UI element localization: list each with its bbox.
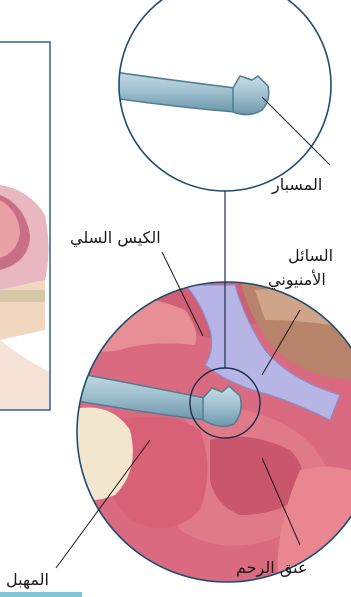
bottom-accent-bar [0,592,82,597]
left-partial-illustration [0,42,50,410]
probe-tip-detail [203,386,241,426]
label-probe: المسبار [272,175,322,195]
label-amniotic-fluid-line1: السائل [288,246,333,266]
label-amniotic-fluid-line2: الأمنيوني [268,270,326,290]
detail-circle [60,270,351,597]
probe-closeup-circle [95,0,331,191]
label-cervix: عنق الرحم [236,558,308,578]
label-amniotic-sac: الكيس السلي [70,228,161,248]
label-vagina: المهبل [6,570,49,590]
probe-tip-closeup [233,76,269,115]
